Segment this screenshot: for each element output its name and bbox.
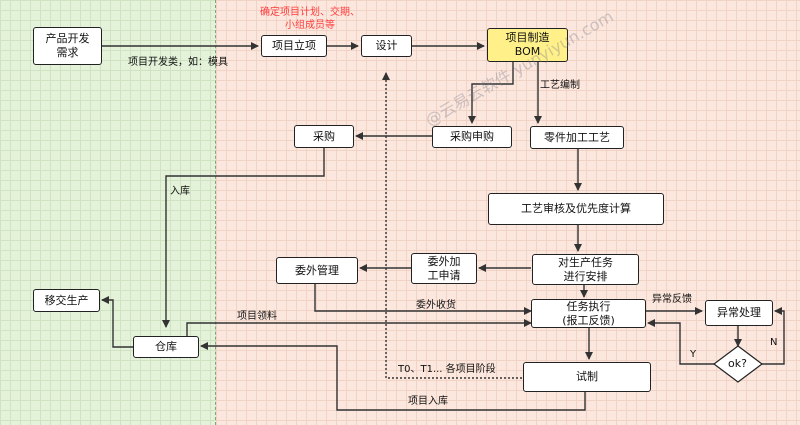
edge-decision-no <box>762 307 785 365</box>
edge-stages-feedback <box>382 72 522 379</box>
node-process-review: 工艺审核及优先度计算 <box>488 193 664 225</box>
node-product-dev-need: 产品开发 需求 <box>33 27 102 65</box>
dev-type-label: 项目开发类，如：模具 <box>128 57 228 68</box>
decision-yes-label: Y <box>690 349 697 360</box>
node-transfer-production: 移交生产 <box>33 289 100 312</box>
edge-warehouse-to-task <box>186 319 532 337</box>
decision-no-label: N <box>770 337 778 348</box>
process-compile-label: 工艺编制 <box>540 80 580 91</box>
inbound-label: 入库 <box>170 186 190 197</box>
node-project-bom: 项目制造 BOM <box>487 28 568 62</box>
edge-purchase-to-warehouse <box>162 148 325 328</box>
exception-feedback-label: 异常反馈 <box>652 294 692 305</box>
node-trial-production: 试制 <box>523 362 651 392</box>
outsource-receive-label: 委外收货 <box>416 300 456 311</box>
node-production-schedule: 对生产任务 进行安排 <box>532 254 639 285</box>
edge-trial-to-warehouse <box>200 342 586 411</box>
node-purchase: 采购 <box>294 125 354 148</box>
edge-bom-to-purchase-request <box>468 62 514 124</box>
edge-decision-yes <box>647 319 714 365</box>
decision-ok-label: ok? <box>728 357 747 370</box>
edge-mgmt-to-task <box>314 284 532 315</box>
node-warehouse: 仓库 <box>133 336 199 358</box>
stages-label: T0、T1... 各项目阶段 <box>398 364 496 375</box>
material-pick-label: 项目领料 <box>237 311 277 322</box>
left-zone-background <box>0 0 216 425</box>
edge-warehouse-to-transfer <box>101 296 133 348</box>
node-outsource-request: 委外加 工申请 <box>411 253 477 284</box>
right-zone-background <box>216 0 800 425</box>
node-purchase-request: 采购申购 <box>432 126 512 148</box>
node-outsource-mgmt: 委外管理 <box>276 257 358 284</box>
node-design: 设计 <box>361 35 412 57</box>
node-task-execution: 任务执行 (报工反馈) <box>531 299 646 328</box>
plan-note-label: 确定项目计划、交期、 小组成员等 <box>260 7 360 31</box>
node-project-setup: 项目立项 <box>261 35 327 57</box>
zone-divider <box>215 0 217 425</box>
project-inbound-label: 项目入库 <box>408 396 448 407</box>
node-exception-handling: 异常处理 <box>705 300 773 326</box>
node-part-process: 零件加工工艺 <box>530 126 624 149</box>
decision-diamond <box>713 345 763 383</box>
